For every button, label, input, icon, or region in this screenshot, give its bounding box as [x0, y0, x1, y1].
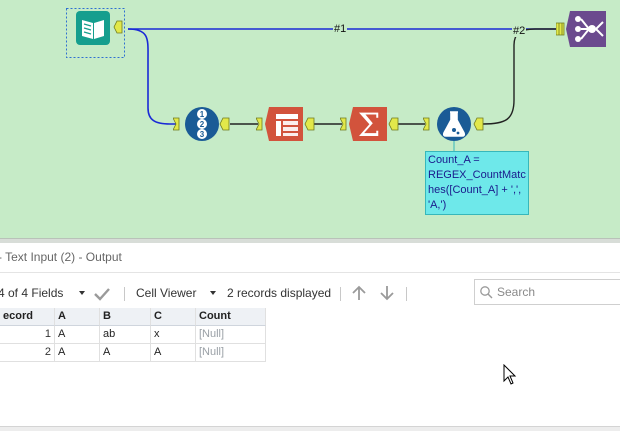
toolbar-divider — [406, 287, 407, 301]
connection-wire-2 — [482, 28, 560, 125]
cell-viewer-dropdown-label[interactable]: Cell Viewer — [136, 286, 197, 300]
formula-annotation[interactable]: Count_A = REGEX_CountMatches([Count_A] +… — [425, 151, 529, 215]
book-icon — [66, 8, 125, 58]
table-row-1-b[interactable]: ab — [100, 326, 151, 344]
toolbar-divider — [340, 287, 341, 301]
connection-label-1[interactable]: #1 — [333, 23, 348, 35]
arrow-down-icon[interactable] — [378, 284, 396, 302]
workflow-canvas[interactable]: #1 #2 1 2 3 — [0, 0, 620, 238]
search-input[interactable] — [497, 284, 617, 300]
svg-text:Σ: Σ — [358, 106, 381, 142]
cell-viewer-dropdown-caret[interactable] — [210, 291, 216, 295]
formula-tool[interactable] — [422, 106, 485, 142]
fields-dropdown-caret[interactable] — [79, 291, 85, 295]
table-row-1-a[interactable]: A — [55, 326, 100, 344]
record-id-tool[interactable]: 1 2 3 — [172, 106, 231, 142]
svg-text:1: 1 — [200, 110, 205, 119]
canvas-splitter[interactable] — [0, 238, 620, 243]
text-input-tool[interactable] — [66, 8, 126, 58]
table-row-2-c[interactable]: A — [151, 344, 196, 362]
numbered-list-icon: 1 2 3 — [172, 107, 230, 141]
search-icon — [480, 286, 493, 299]
results-pane-header: - Text Input (2) - Output — [0, 243, 620, 273]
table-row-2-count[interactable]: [Null] — [196, 344, 266, 362]
records-displayed-label: 2 records displayed — [227, 286, 332, 300]
table-row-2-a[interactable]: A — [55, 344, 100, 362]
column-header-b[interactable]: B — [100, 308, 151, 326]
svg-text:3: 3 — [200, 130, 205, 139]
table-row-1-count[interactable]: [Null] — [196, 326, 266, 344]
connection-label-2[interactable]: #2 — [512, 25, 527, 37]
join-multiple-tool[interactable] — [555, 10, 620, 48]
search-box[interactable] — [474, 279, 620, 305]
table-arrow-icon — [255, 107, 315, 141]
results-pane-bottom-border — [0, 426, 620, 431]
table-row-1-record[interactable]: 1 — [0, 326, 55, 344]
merge-icon — [555, 11, 606, 47]
flask-icon — [422, 107, 484, 141]
column-header-record[interactable]: ecord — [0, 308, 55, 326]
table-row-2-b[interactable]: A — [100, 344, 151, 362]
arrow-up-icon[interactable] — [350, 284, 368, 302]
toolbar-divider — [124, 287, 125, 301]
results-pane-title: - Text Input (2) - Output — [0, 250, 122, 264]
column-header-a[interactable]: A — [55, 308, 100, 326]
column-header-c[interactable]: C — [151, 308, 196, 326]
svg-text:2: 2 — [200, 120, 205, 129]
connection-wire-branch — [127, 28, 178, 125]
column-header-count[interactable]: Count — [196, 308, 266, 326]
sigma-icon: Σ — [339, 106, 399, 144]
transpose-tool[interactable] — [255, 106, 316, 142]
checkmark-icon[interactable] — [93, 285, 111, 303]
summarize-tool[interactable]: Σ — [339, 106, 400, 144]
fields-dropdown-label[interactable]: 4 of 4 Fields — [0, 286, 64, 300]
mouse-cursor-icon — [503, 364, 517, 385]
table-row-1-c[interactable]: x — [151, 326, 196, 344]
table-row-2-record[interactable]: 2 — [0, 344, 55, 362]
